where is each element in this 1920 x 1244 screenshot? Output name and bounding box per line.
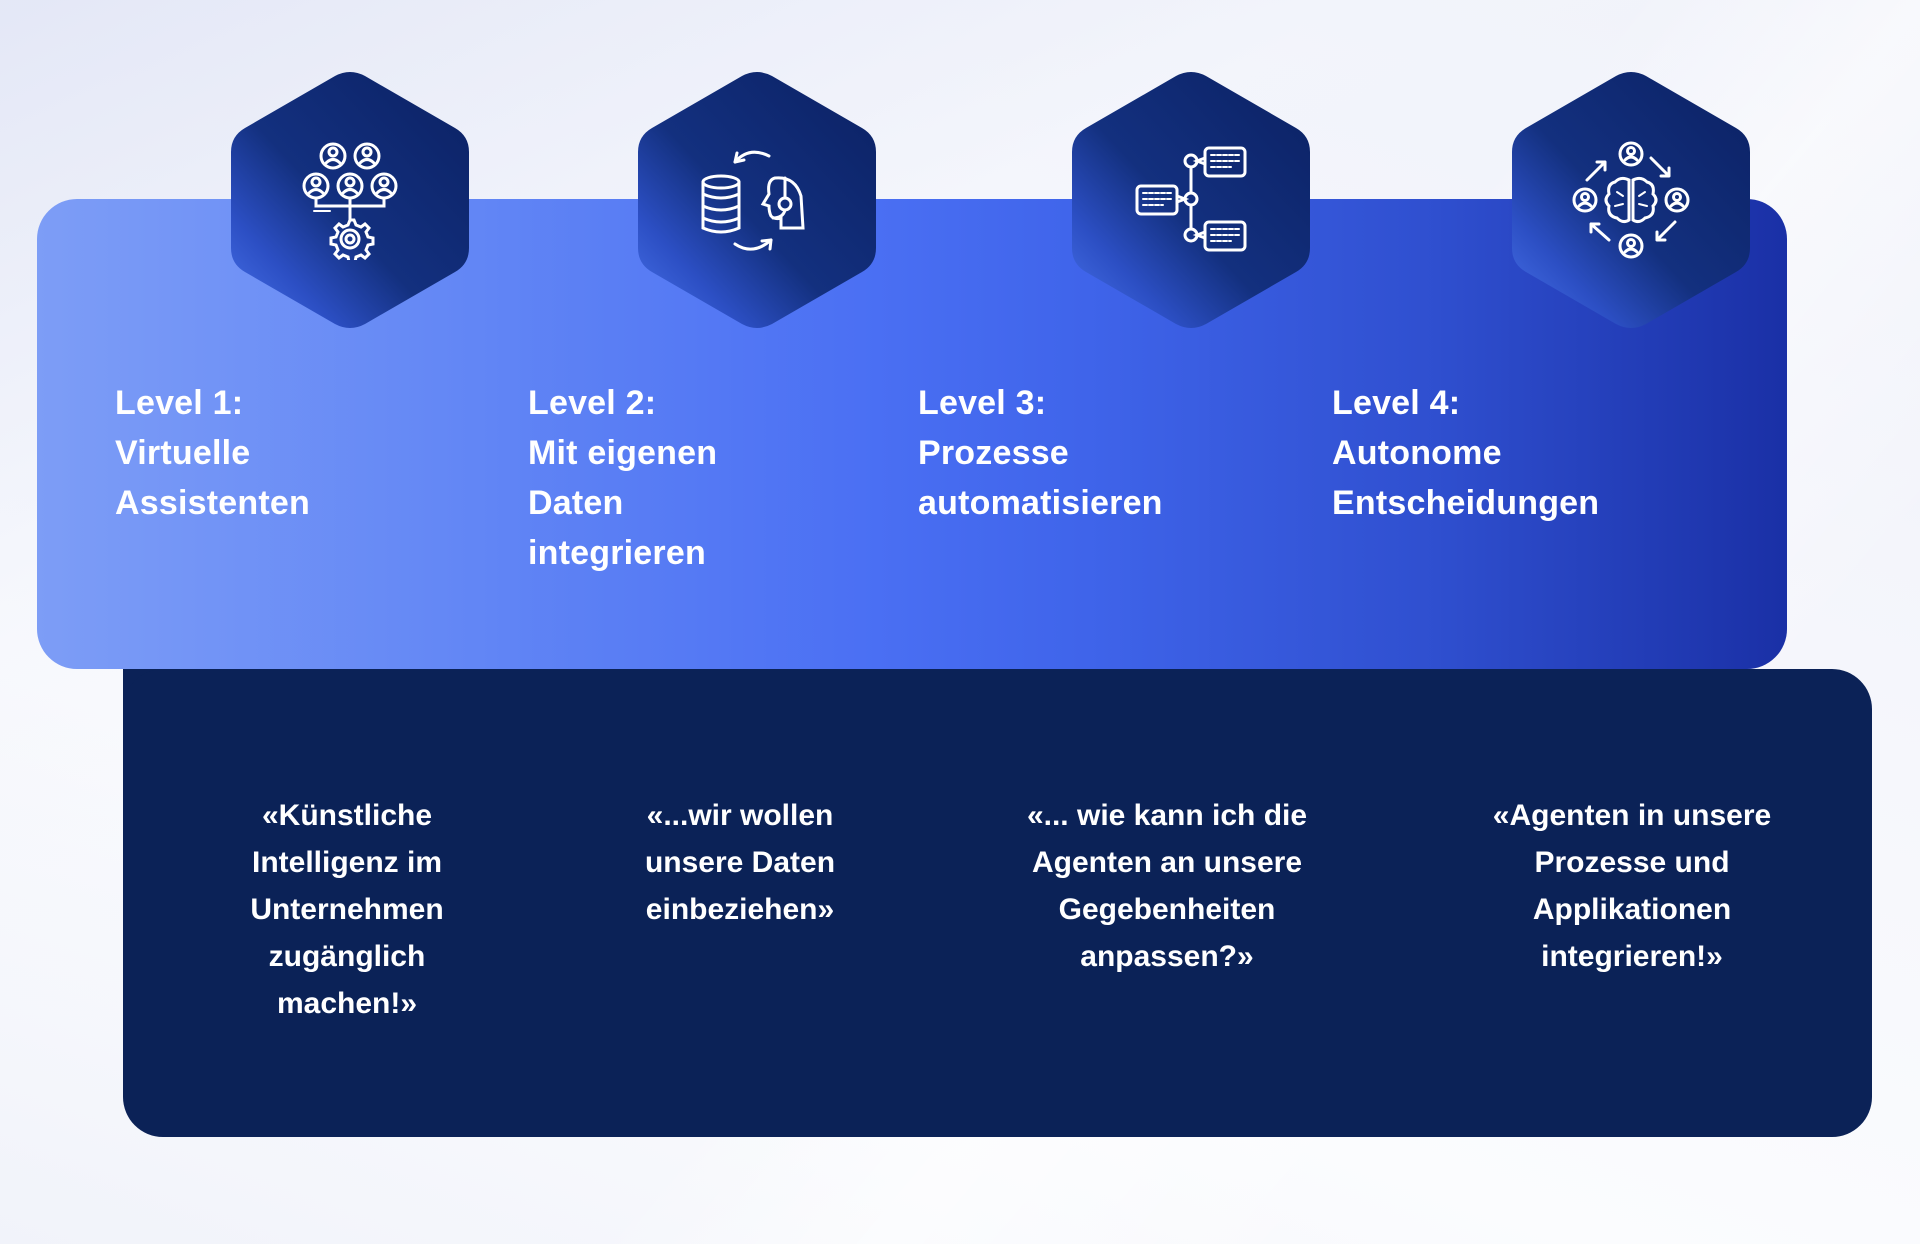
quote-line: Unternehmen <box>250 893 444 926</box>
level-4-quote: «Agenten in unsere Prozesse und Applikat… <box>1452 792 1812 980</box>
level-title: Level 1: <box>115 384 244 422</box>
level-title: Level 4: <box>1332 384 1461 422</box>
quote-line: unsere Daten <box>644 846 836 879</box>
level-3-hexagon <box>1072 70 1310 330</box>
quotes-panel <box>123 669 1872 1137</box>
level-1-label: Level 1: Virtuelle Assistenten <box>115 378 310 528</box>
quote-line: «Agenten in unsere <box>1492 799 1772 832</box>
quote-line: anpassen?» <box>1080 940 1254 973</box>
quote-line: Intelligenz im <box>251 846 443 879</box>
quote-line: «Künstliche <box>261 799 433 832</box>
level-1-quote: «Künstliche Intelligenz im Unternehmen z… <box>167 792 527 1027</box>
level-4-hexagon <box>1512 70 1750 330</box>
quote-line: «...wir wollen <box>646 799 834 832</box>
people-network-gear-icon <box>302 142 398 260</box>
database-headset-sync-icon <box>701 150 805 251</box>
process-flow-documents-icon <box>1135 146 1247 252</box>
quote-line: Applikationen <box>1532 893 1732 926</box>
level-1-hexagon <box>231 70 469 330</box>
level-2-quote: «...wir wollen unsere Daten einbeziehen» <box>560 792 920 933</box>
level-title: Level 3: <box>918 384 1047 422</box>
hexagon-shape <box>638 72 876 328</box>
quote-line: «... wie kann ich die <box>1026 799 1308 832</box>
level-subtitle-line: Daten <box>528 484 624 522</box>
level-subtitle-line: Mit eigenen <box>528 434 718 472</box>
hexagon-shape <box>1072 72 1310 328</box>
quote-line: machen!» <box>276 987 418 1020</box>
level-2-label: Level 2: Mit eigenen Daten integrieren <box>528 378 717 578</box>
level-subtitle-line: Entscheidungen <box>1332 484 1600 522</box>
quote-line: integrieren!» <box>1541 940 1723 973</box>
level-subtitle-line: Assistenten <box>115 484 310 522</box>
level-subtitle-line: integrieren <box>528 534 706 572</box>
level-title: Level 2: <box>528 384 657 422</box>
hexagon-shape <box>1512 72 1750 328</box>
level-subtitle-line: automatisieren <box>918 484 1163 522</box>
level-subtitle-line: Virtuelle <box>115 434 251 472</box>
level-subtitle-line: Autonome <box>1332 434 1502 472</box>
quote-line: Gegebenheiten <box>1058 893 1276 926</box>
level-subtitle-line: Prozesse <box>918 434 1069 472</box>
level-4-label: Level 4: Autonome Entscheidungen <box>1332 378 1599 528</box>
quote-line: Agenten an unsere <box>1031 846 1303 879</box>
level-2-hexagon <box>638 70 876 330</box>
brain-people-cycle-icon <box>1572 141 1690 259</box>
level-3-label: Level 3: Prozesse automatisieren <box>918 378 1163 528</box>
quote-line: einbeziehen» <box>645 893 835 926</box>
quote-line: zugänglich <box>268 940 426 973</box>
quote-line: Prozesse und <box>1534 846 1730 879</box>
level-3-quote: «... wie kann ich die Agenten an unsere … <box>987 792 1347 980</box>
